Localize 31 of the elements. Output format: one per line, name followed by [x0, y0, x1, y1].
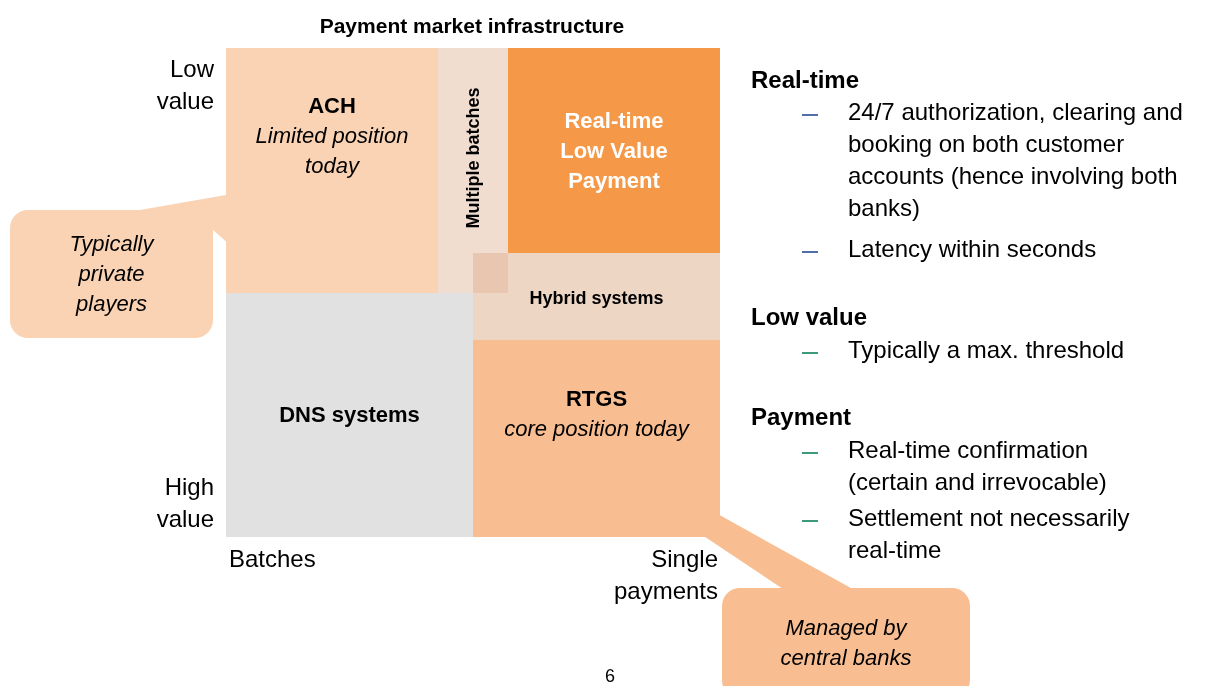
cell-title: DNS systems — [279, 401, 420, 429]
cell-title: RTGS — [565, 384, 628, 413]
matrix-cell — [226, 293, 473, 537]
callout-text: Managed by central banks — [779, 614, 913, 672]
band-label: Multiple batches — [462, 87, 484, 229]
bullet-text: 24/7 authorization, clearing and booking on both customer accounts (hence involving both banks) — [848, 97, 1184, 223]
cell-note: core position today — [504, 414, 689, 443]
section-heading: Low value — [751, 302, 869, 332]
bullet-text: Real-time confirmation (certain and irrevocable) — [848, 435, 1108, 497]
cell-title: Real-time Low Value Payment — [559, 106, 669, 195]
page-number: 6 — [604, 666, 616, 686]
bullet-text: Settlement not necessarily real-time — [848, 503, 1131, 565]
axis-label: Single payments — [612, 544, 718, 606]
matrix-cell — [226, 48, 438, 293]
axis-label: High value — [155, 472, 214, 534]
matrix-cell — [508, 48, 720, 253]
matrix-cell — [473, 340, 720, 537]
axis-label: Low value — [155, 54, 214, 116]
section-heading: Payment — [751, 402, 853, 432]
axis-label: Batches — [229, 544, 317, 574]
overlap-band — [438, 48, 508, 293]
overlap-band — [473, 253, 720, 340]
chart-title: Payment market infrastructure — [318, 13, 626, 39]
section-heading: Real-time — [751, 65, 861, 95]
bullet-text: Typically a max. threshold — [848, 335, 1126, 365]
cell-title: ACH — [308, 91, 356, 120]
cell-note: Limited position today — [254, 121, 410, 180]
bullet-text: Latency within seconds — [848, 234, 1098, 264]
callout-text: Typically private players — [68, 230, 156, 318]
band-label: Hybrid systems — [529, 288, 664, 309]
callout-pointer — [705, 515, 851, 588]
